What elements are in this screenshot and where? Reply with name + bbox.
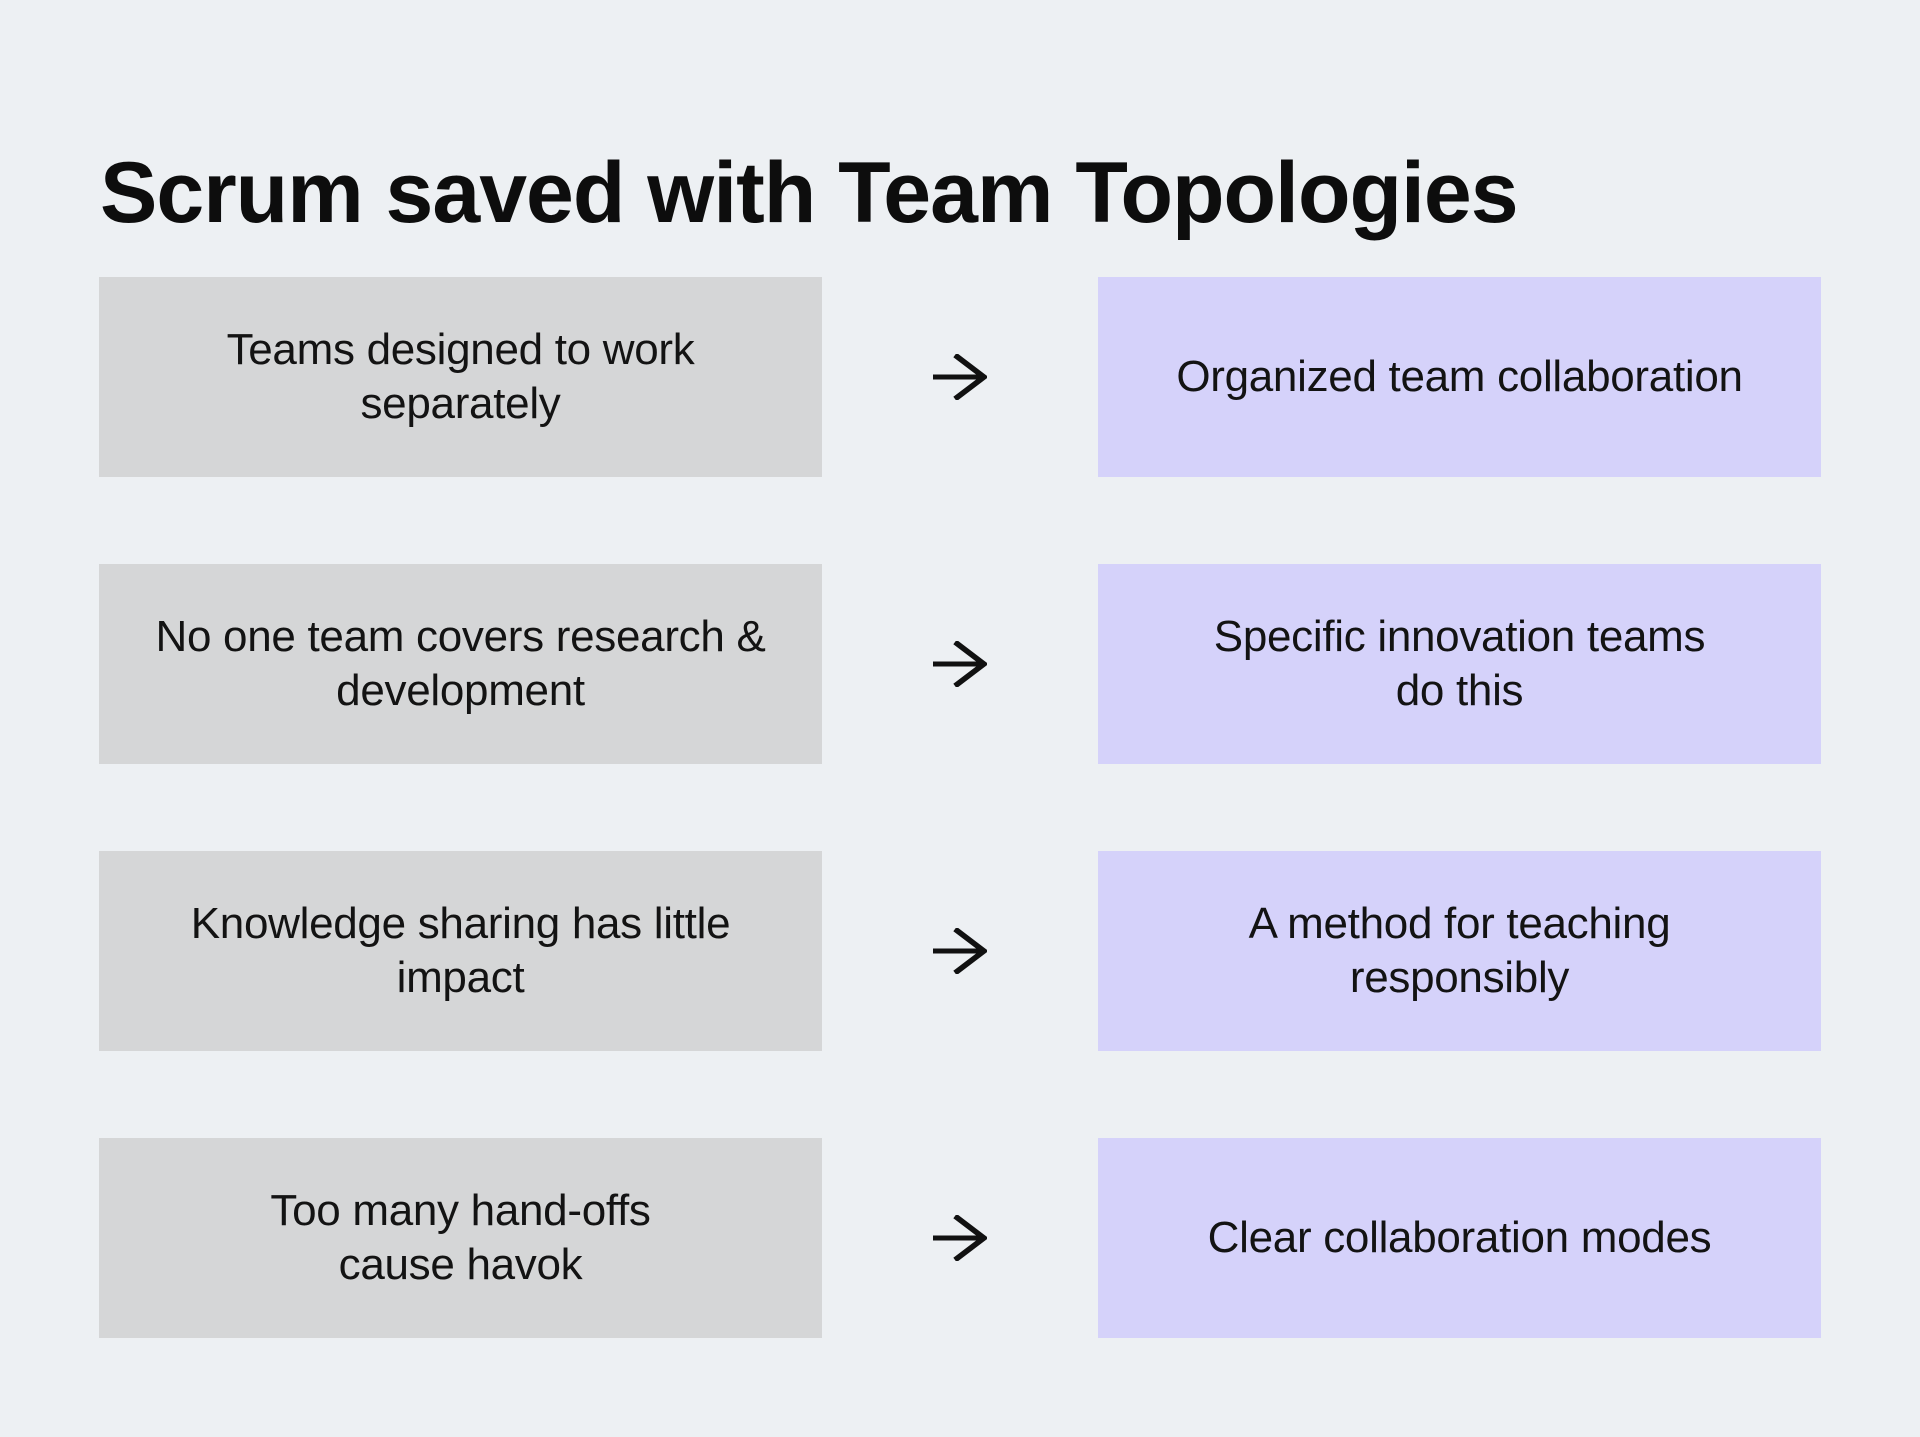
solution-box-2: Specific innovation teams do this <box>1098 564 1821 764</box>
problem-box-4: Too many hand-offs cause havok <box>99 1138 822 1338</box>
mapping-row-3: Knowledge sharing has little impact A me… <box>99 851 1821 1051</box>
problem-box-3: Knowledge sharing has little impact <box>99 851 822 1051</box>
problem-box-2: No one team covers research & developmen… <box>99 564 822 764</box>
right-arrow-icon <box>933 928 987 974</box>
mapping-rows: Teams designed to work separately Organi… <box>99 277 1821 1338</box>
arrow-cell-2 <box>822 564 1098 764</box>
problem-box-1: Teams designed to work separately <box>99 277 822 477</box>
right-arrow-icon <box>933 354 987 400</box>
mapping-row-2: No one team covers research & developmen… <box>99 564 1821 764</box>
page-title: Scrum saved with Team Topologies <box>100 144 1519 241</box>
arrow-cell-3 <box>822 851 1098 1051</box>
arrow-cell-4 <box>822 1138 1098 1338</box>
arrow-cell-1 <box>822 277 1098 477</box>
mapping-row-1: Teams designed to work separately Organi… <box>99 277 1821 477</box>
solution-box-4: Clear collaboration modes <box>1098 1138 1821 1338</box>
solution-box-3: A method for teaching responsibly <box>1098 851 1821 1051</box>
mapping-row-4: Too many hand-offs cause havok Clear col… <box>99 1138 1821 1338</box>
right-arrow-icon <box>933 1215 987 1261</box>
right-arrow-icon <box>933 641 987 687</box>
solution-box-1: Organized team collaboration <box>1098 277 1821 477</box>
